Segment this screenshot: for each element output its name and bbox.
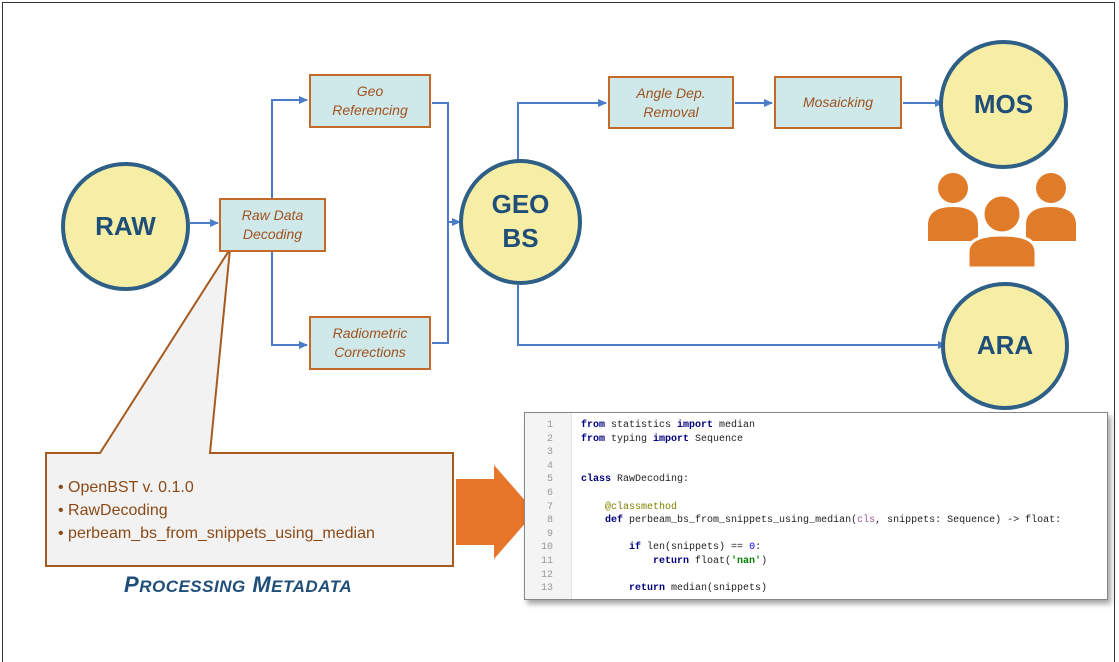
metadata-callout-shape [45, 248, 454, 567]
code-line: 9 [525, 528, 1107, 541]
code-line: 1 from statistics import median [525, 419, 1107, 432]
processing-metadata-title: PROCESSING METADATA [124, 572, 353, 597]
code-line: 2 from typing import Sequence [525, 433, 1107, 446]
code-line: 4 [525, 460, 1107, 473]
code-panel: 1 from statistics import median 2 from typi… [524, 412, 1108, 600]
line-number: 13 [540, 583, 553, 595]
code-text: def perbeam_bs_from_snippets_using_media… [605, 515, 1062, 527]
metadata-list: • OpenBST v. 0.1.0 • RawDecoding • perbe… [58, 476, 428, 545]
raw-node-label: RAW [95, 210, 156, 241]
link-geobs-to-ara [517, 285, 947, 349]
users-group-icon [928, 173, 1076, 270]
code-text: return float('nan') [653, 556, 768, 567]
code-text: if len(snippets) == 0: [629, 542, 762, 554]
big-arrow-icon [456, 465, 535, 559]
line-number: 7 [546, 501, 553, 513]
ara-node-label: ARA [976, 330, 1034, 361]
metadata-item-method: • perbeam_bs_from_snippets_using_median [58, 525, 375, 542]
code-text: @classmethod [605, 501, 678, 513]
mosaicking-box: Mosaicking [774, 76, 902, 129]
line-number: 11 [540, 556, 553, 567]
code-text: return median(snippets) [629, 583, 768, 595]
mos-node: MOS [939, 40, 1068, 169]
link-georef-to-geobs [432, 102, 461, 226]
line-number: 9 [546, 528, 553, 540]
link-decoding-to-radiometric [271, 252, 308, 349]
line-number: 10 [540, 542, 553, 554]
link-decoding-to-georef [271, 96, 308, 198]
metadata-item-class: • RawDecoding [58, 502, 168, 519]
raw-node: RAW [61, 162, 190, 291]
code-line: 3 [525, 446, 1107, 459]
code-line: 10 if len(snippets) == 0: [525, 541, 1107, 554]
line-number: 1 [546, 420, 553, 431]
code-text: from statistics import median [581, 420, 756, 431]
angle-dep-removal-box: Angle Dep.Removal [608, 76, 734, 129]
metadata-item-openbst: • OpenBST v. 0.1.0 [58, 479, 194, 496]
code-line: 5 class RawDecoding: [525, 473, 1107, 486]
code-line: 12 [525, 569, 1107, 582]
code-line: 8 def perbeam_bs_from_snippets_using_med… [525, 514, 1107, 527]
code-text: from typing import Sequence [581, 433, 744, 445]
link-geobs-to-angle [517, 99, 607, 160]
code-line: 13 return median(snippets) [525, 582, 1107, 595]
code-line: 7 @classmethod [525, 501, 1107, 514]
mos-node-label: MOS [973, 88, 1034, 119]
link-radiometric-to-geobs [432, 222, 449, 344]
code-text: class RawDecoding: [581, 474, 690, 486]
line-number: 3 [546, 447, 553, 459]
line-number: 4 [546, 460, 553, 472]
code-gutter [525, 413, 572, 599]
line-number: 6 [546, 488, 553, 499]
ara-node: ARA [941, 282, 1069, 410]
code-line: 6 [525, 487, 1107, 500]
line-number: 5 [546, 474, 553, 486]
line-number: 12 [540, 569, 553, 581]
line-number: 8 [546, 515, 553, 527]
code-line: 11 return float('nan') [525, 555, 1107, 568]
line-number: 2 [546, 433, 553, 445]
connector-layer [45, 96, 1076, 567]
